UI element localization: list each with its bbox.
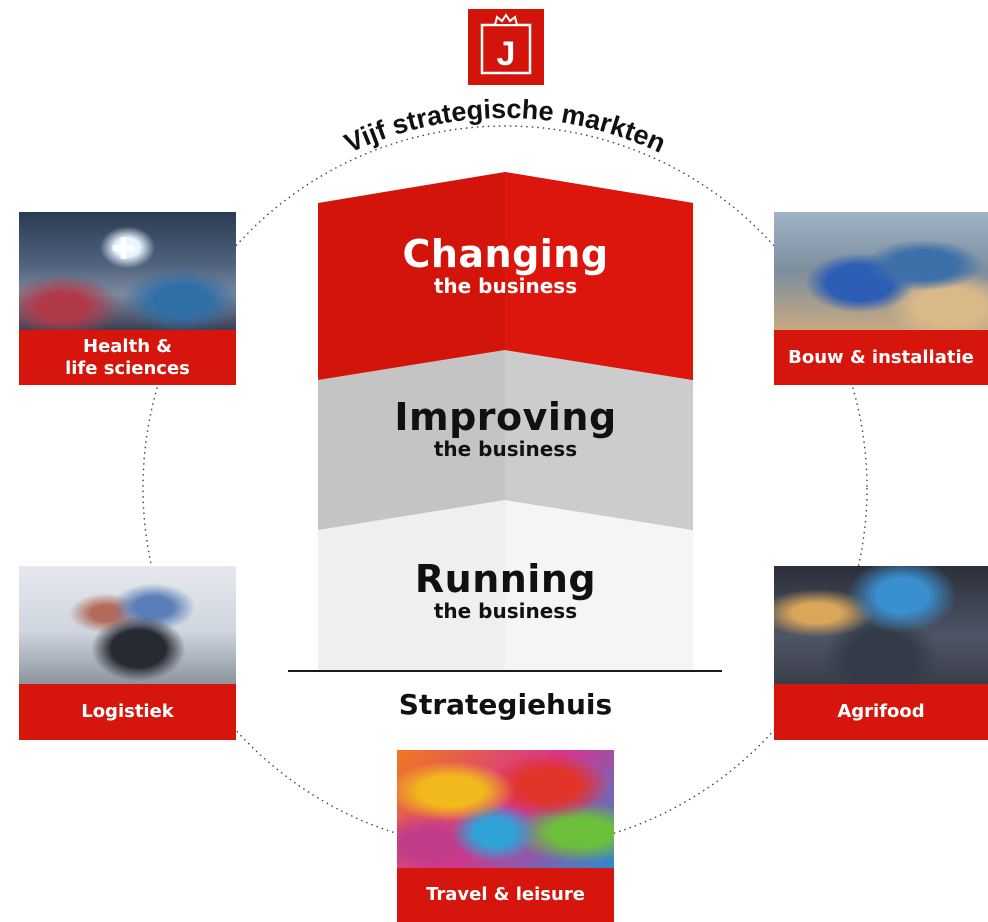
market-card-bouw[interactable]: Bouw & installatie: [774, 212, 988, 385]
tier-running: Running the business: [318, 560, 693, 621]
exhibition-hall-photo: [19, 212, 236, 330]
market-card-health[interactable]: Health & life sciences: [19, 212, 236, 385]
tier-title: Improving: [394, 395, 617, 439]
market-label: Health & life sciences: [19, 330, 236, 385]
market-label: Logistiek: [19, 684, 236, 740]
house-base-line: [288, 670, 722, 672]
scanners-demo-photo: [19, 566, 236, 684]
logo-letter: J: [497, 35, 516, 73]
visitors-at-stand-photo: [774, 212, 988, 330]
tier-improving: Improving the business: [318, 398, 693, 459]
tier-subtitle: the business: [433, 274, 578, 298]
tier-title: Changing: [402, 232, 609, 276]
brand-logo: J: [468, 9, 544, 85]
house-label: Strategiehuis: [398, 688, 613, 721]
tier-subtitle: the business: [433, 599, 578, 623]
carnival-dancers-photo: [397, 750, 614, 868]
tier-subtitle: the business: [433, 437, 578, 461]
crown-icon: [493, 13, 519, 26]
market-label: Travel & leisure: [397, 868, 614, 922]
expo-entrance-photo: [774, 566, 988, 684]
market-label: Agrifood: [774, 684, 988, 740]
market-card-logistiek[interactable]: Logistiek: [19, 566, 236, 740]
tier-title: Running: [414, 557, 597, 601]
market-card-agrifood[interactable]: Agrifood: [774, 566, 988, 740]
market-label: Bouw & installatie: [774, 330, 988, 385]
market-card-travel[interactable]: Travel & leisure: [397, 750, 614, 922]
tier-changing: Changing the business: [318, 235, 693, 296]
